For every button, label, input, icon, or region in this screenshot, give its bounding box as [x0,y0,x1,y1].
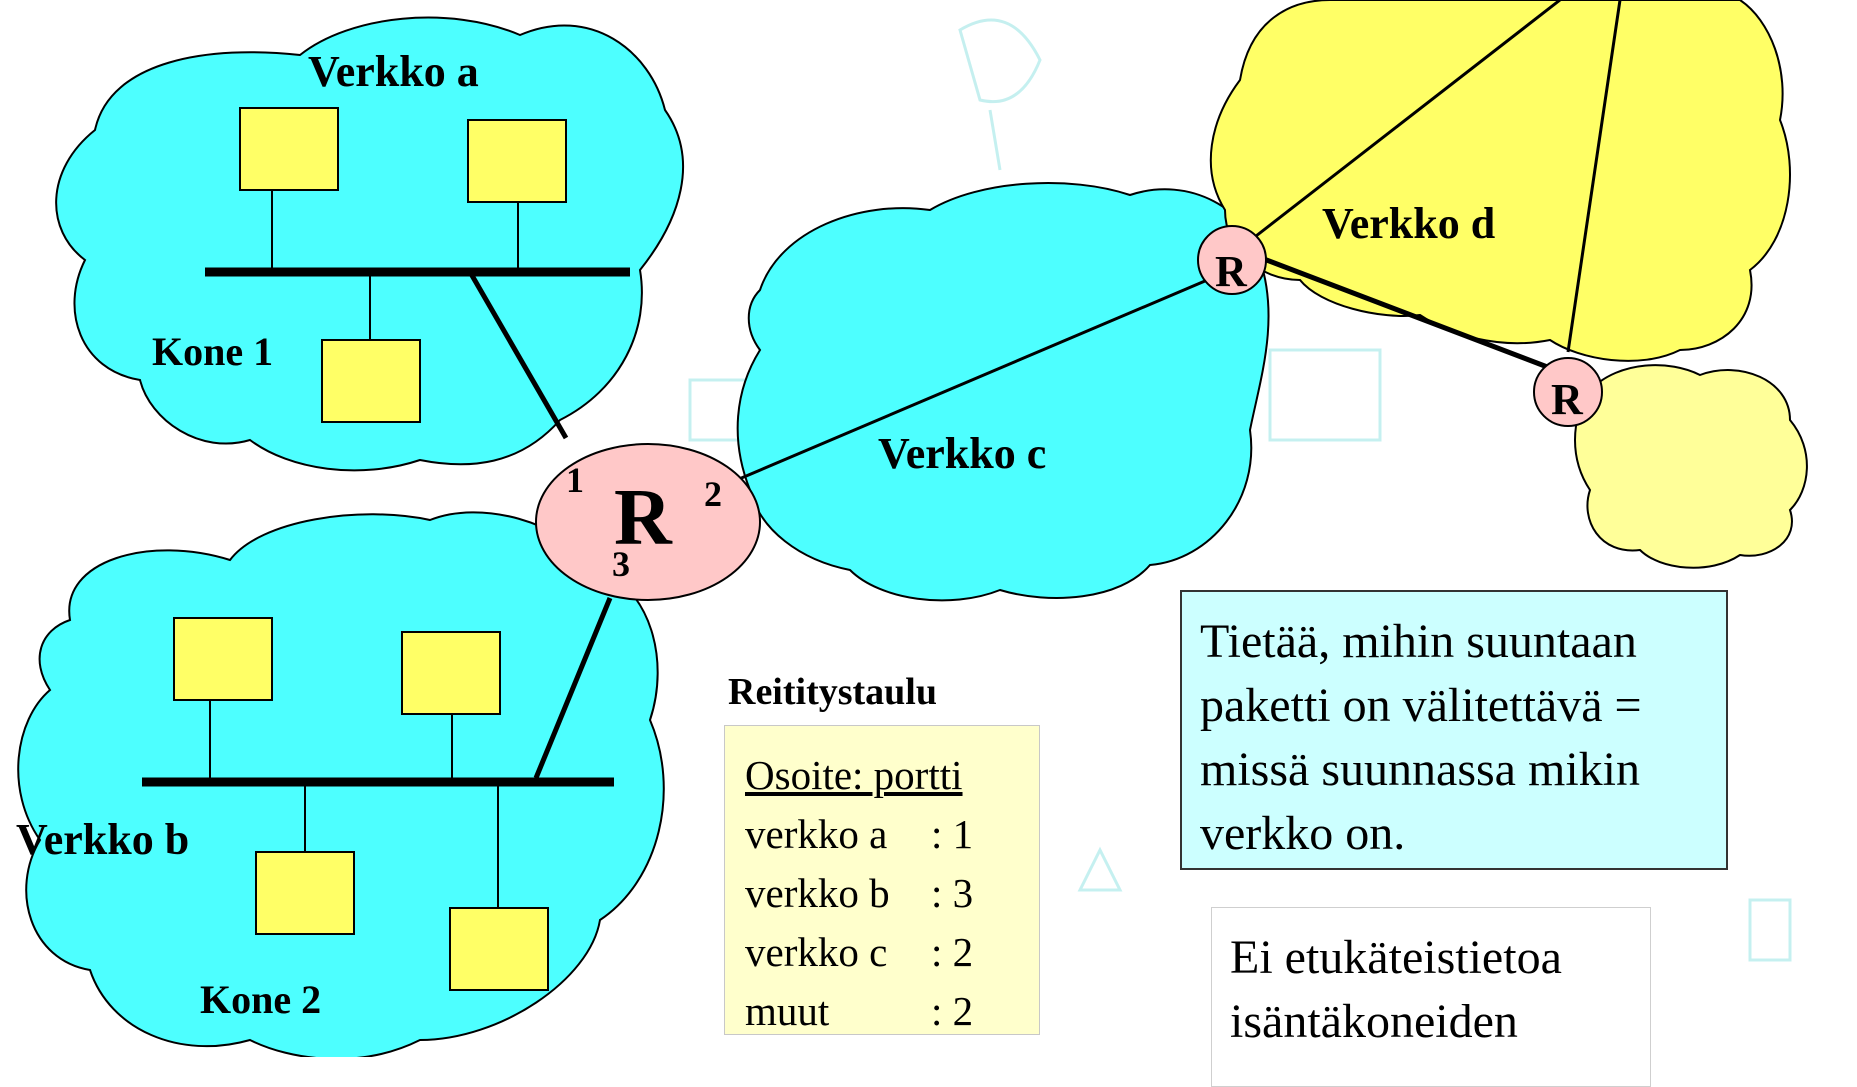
network-diagram [17,0,1808,1057]
routing-table-row: verkko a : 1 [745,805,1039,864]
host-a1 [239,107,339,191]
links [467,0,1622,779]
rt-key: verkko c [745,929,888,975]
port-3: 3 [612,544,630,584]
port-2: 2 [704,474,722,514]
lan-a [205,107,630,423]
main-router [535,443,761,601]
routing-table-title: Reititystaulu [728,671,937,713]
host-a2 [467,119,567,203]
note-line: isäntäkoneiden [1230,995,1518,1048]
label-verkko-c: Verkko c [878,429,1047,478]
info-line: Tietää, mihin suuntaan [1200,615,1637,668]
router-d2-label: R [1551,375,1583,424]
cloud-small [1574,364,1808,569]
info-line: paketti on välitettävä = [1200,679,1642,732]
main-router-label: R [614,474,672,562]
label-verkko-d: Verkko d [1322,199,1496,248]
host-b2 [401,631,501,715]
routing-table-row: muut : 2 [745,982,1039,1041]
host-kone-2 [449,907,549,991]
note-box: Ei etukäteistietoa isäntäkoneiden [1211,907,1651,1087]
router-d1 [1197,225,1267,295]
host-b1 [173,617,273,701]
router-d2 [1533,357,1603,427]
info-box: Tietää, mihin suuntaan paketti on välite… [1180,590,1728,870]
rt-value: : 1 [931,811,974,857]
label-kone-2: Kone 2 [200,977,322,1022]
rt-key: verkko b [745,870,890,916]
host-b3 [255,851,355,935]
label-verkko-a: Verkko a [308,47,479,96]
routing-table-row: verkko b : 3 [745,864,1039,923]
cloud-verkko-c [736,182,1270,602]
rt-key: verkko a [745,811,888,857]
lan-b [142,617,614,991]
routing-table-header: Osoite: portti [745,752,963,798]
routing-table: Osoite: portti verkko a : 1 verkko b : 3 v… [724,725,1040,1035]
note-line: Ei etukäteistietoa [1230,931,1562,984]
router-d1-label: R [1215,247,1247,296]
info-line: missä suunnassa mikin [1200,743,1640,796]
rt-value: : 2 [931,988,974,1034]
host-kone-1 [321,339,421,423]
cloud-verkko-d [1209,0,1791,362]
port-1: 1 [566,460,584,500]
rt-key: muut [745,988,830,1034]
background-clipart [540,18,1792,962]
rt-value: : 2 [931,929,974,975]
label-verkko-b: Verkko b [16,815,190,864]
info-line: verkko on. [1200,807,1406,860]
label-kone-1: Kone 1 [152,329,274,374]
routing-table-row: verkko c : 2 [745,923,1039,982]
rt-value: : 3 [931,870,974,916]
